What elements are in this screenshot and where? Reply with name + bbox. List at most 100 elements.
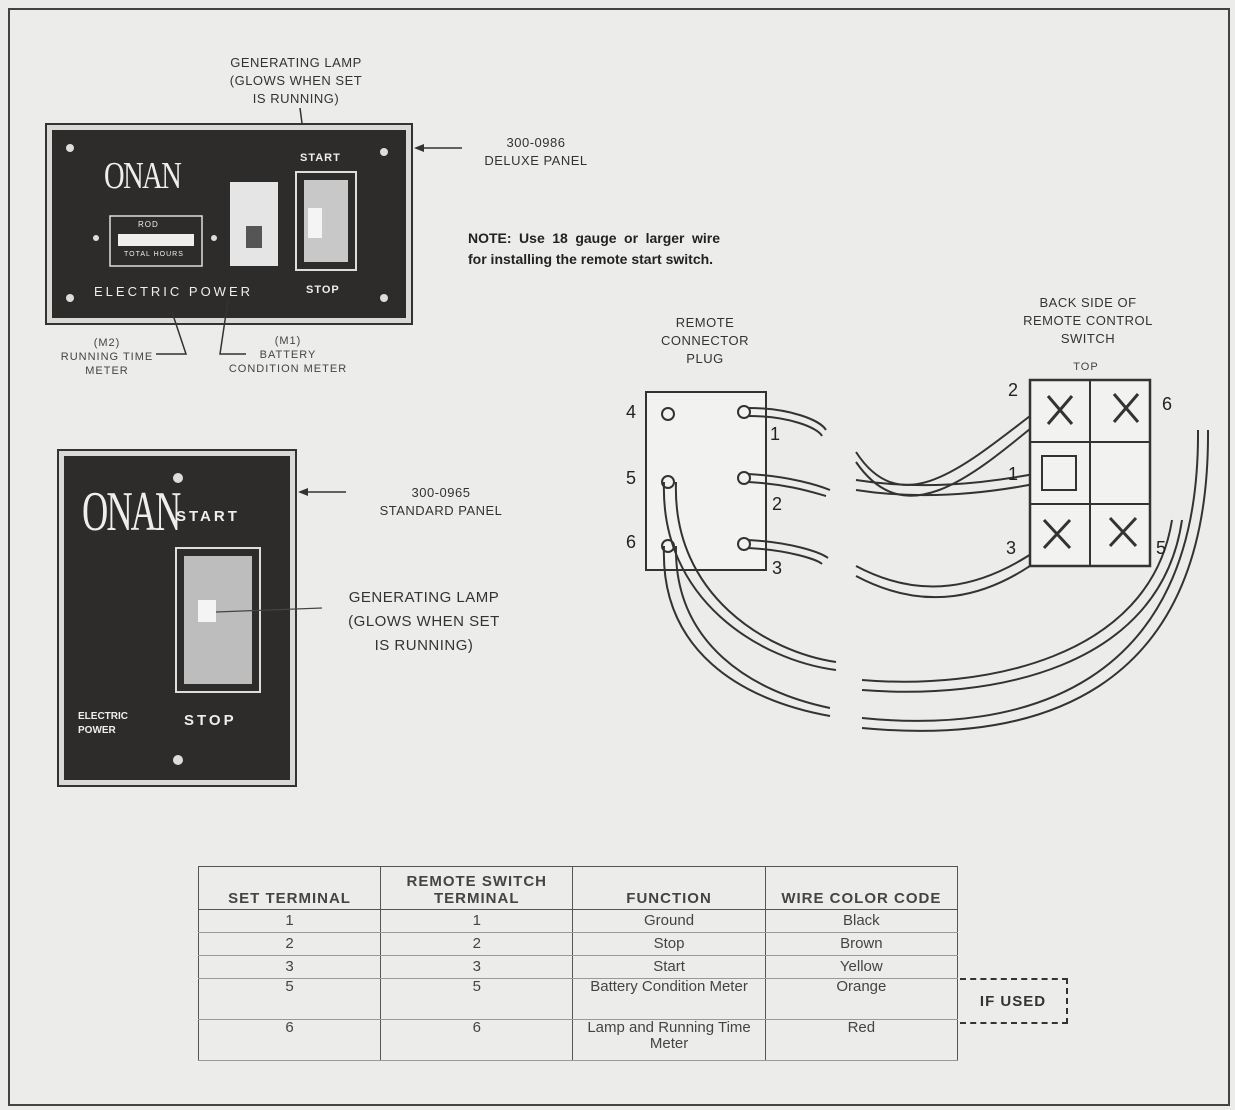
standard-footer-label: ELECTRIC POWER	[78, 710, 128, 738]
wire-brown	[855, 415, 1031, 486]
m1-label-line: CONDITION METER	[228, 363, 348, 375]
switch-title: BACK SIDE OF REMOTE CONTROL SWITCH	[1000, 294, 1176, 348]
wire-red	[861, 429, 1210, 732]
cell: Orange	[764, 978, 959, 1020]
pin-1-socket	[737, 405, 751, 419]
table-row: 3 3 Start Yellow	[197, 955, 959, 979]
wire-gauge-note: NOTE: Use 18 gauge or larger wire for in…	[468, 230, 720, 267]
arrow-icon	[414, 144, 424, 152]
deluxe-rocker-switch	[295, 171, 357, 271]
if-used-bracket: IF USED	[960, 978, 1068, 1024]
cell: Battery Condition Meter	[572, 978, 766, 1020]
switch-terminal-label: 1	[1008, 464, 1019, 484]
meter-counter	[118, 234, 194, 246]
switch-terminal-tabs	[1042, 393, 1140, 550]
standard-brand-logo: ONAN	[82, 481, 181, 543]
pin-label-4: 4	[626, 402, 637, 422]
screw-icon	[93, 235, 99, 241]
wire-orange	[662, 481, 837, 671]
callout-line: GENERATING LAMP	[348, 589, 500, 606]
wire-yellow	[855, 555, 1045, 599]
m2-leader-line	[156, 311, 188, 355]
table-row: 1 1 Ground Black	[197, 909, 959, 933]
cell: 2	[380, 932, 574, 956]
wire-red	[861, 429, 1200, 722]
wire-orange	[861, 519, 1183, 693]
footer-line: POWER	[78, 725, 116, 736]
header-wire-color-code: WIRE COLOR CODE	[764, 866, 959, 910]
cell: 2	[197, 932, 382, 956]
switch-top-label: TOP	[1073, 361, 1099, 373]
cell: 3	[197, 955, 382, 979]
screw-icon	[380, 294, 388, 302]
deluxe-footer-label: ELECTRIC POWER	[94, 284, 254, 299]
footer-line: ELECTRIC	[78, 711, 128, 722]
wire-3-stub	[747, 539, 829, 559]
cell: 6	[380, 1019, 574, 1061]
switch-terminal-label: 2	[1008, 380, 1019, 400]
wire-color-table: SET TERMINAL REMOTE SWITCH TERMINAL FUNC…	[197, 866, 959, 1061]
wire-red	[662, 545, 831, 717]
header-remote-switch-terminal: REMOTE SWITCH TERMINAL	[380, 866, 574, 910]
battery-condition-meter	[230, 182, 278, 266]
callout-line: IS RUNNING)	[374, 637, 474, 654]
table-row: 2 2 Stop Brown	[197, 932, 959, 956]
meter-needle-housing	[246, 226, 262, 248]
part-name: DELUXE PANEL	[484, 153, 588, 168]
screw-icon	[66, 294, 74, 302]
callout-line: GENERATING LAMP	[230, 55, 362, 70]
cell: Black	[764, 909, 959, 933]
cell: Brown	[764, 932, 959, 956]
wire-1-stub	[747, 407, 827, 431]
pin-label-6: 6	[626, 532, 637, 552]
wire-orange	[674, 481, 837, 663]
standard-lamp-callout: GENERATING LAMP (GLOWS WHEN SET IS RUNNI…	[322, 586, 526, 658]
deluxe-brand-logo: ONAN	[104, 155, 182, 197]
title-line: SWITCH	[1060, 331, 1116, 346]
pin-3-socket	[737, 537, 751, 551]
diagram-frame	[8, 8, 1230, 1106]
deluxe-stop-label: STOP	[306, 284, 340, 296]
generating-lamp-icon	[198, 600, 216, 622]
wire-red	[674, 545, 831, 709]
wire-black	[855, 483, 1035, 497]
switch-terminal-label: 6	[1162, 394, 1173, 414]
running-time-meter	[109, 215, 203, 267]
m2-code: (M2)	[93, 337, 121, 349]
pin-label-5: 5	[626, 468, 637, 488]
m2-label-line: RUNNING TIME	[60, 351, 154, 363]
cell: Start	[572, 955, 766, 979]
deluxe-start-label: START	[300, 152, 341, 164]
header-set-terminal: SET TERMINAL	[197, 866, 382, 910]
title-line: PLUG	[686, 351, 724, 366]
pin-5-socket	[661, 475, 675, 489]
pin-label-2: 2	[772, 494, 783, 514]
cell: Stop	[572, 932, 766, 956]
generating-lamp-icon	[308, 208, 322, 238]
terminal-3-tab	[1042, 518, 1072, 550]
screw-icon	[66, 144, 74, 152]
arrow-icon	[298, 488, 308, 496]
screw-icon	[211, 235, 217, 241]
terminal-2-tab	[1046, 395, 1074, 425]
deluxe-lamp-callout: GENERATING LAMP (GLOWS WHEN SET IS RUNNI…	[196, 54, 396, 108]
title-line: REMOTE	[675, 315, 735, 330]
rocker-body	[184, 556, 252, 684]
switch-terminal-label: 3	[1006, 538, 1017, 558]
callout-line: IS RUNNING)	[252, 91, 340, 106]
cell: 5	[380, 978, 574, 1020]
part-name: STANDARD PANEL	[379, 503, 503, 518]
callout-line: (GLOWS WHEN SET	[229, 73, 363, 88]
connector-title: REMOTE CONNECTOR PLUG	[640, 314, 770, 368]
wire-3-stub	[747, 547, 823, 565]
header-function: FUNCTION	[572, 866, 766, 910]
standard-stop-label: STOP	[184, 712, 237, 729]
cell: 5	[197, 978, 382, 1020]
m2-label-line: METER	[85, 365, 129, 377]
m1-code: (M1)	[274, 335, 302, 347]
pin-4-socket	[661, 407, 675, 421]
m1-callout: (M1) BATTERY CONDITION METER	[212, 334, 364, 376]
standard-rocker-switch	[175, 547, 261, 693]
wire-2-stub	[747, 481, 827, 497]
